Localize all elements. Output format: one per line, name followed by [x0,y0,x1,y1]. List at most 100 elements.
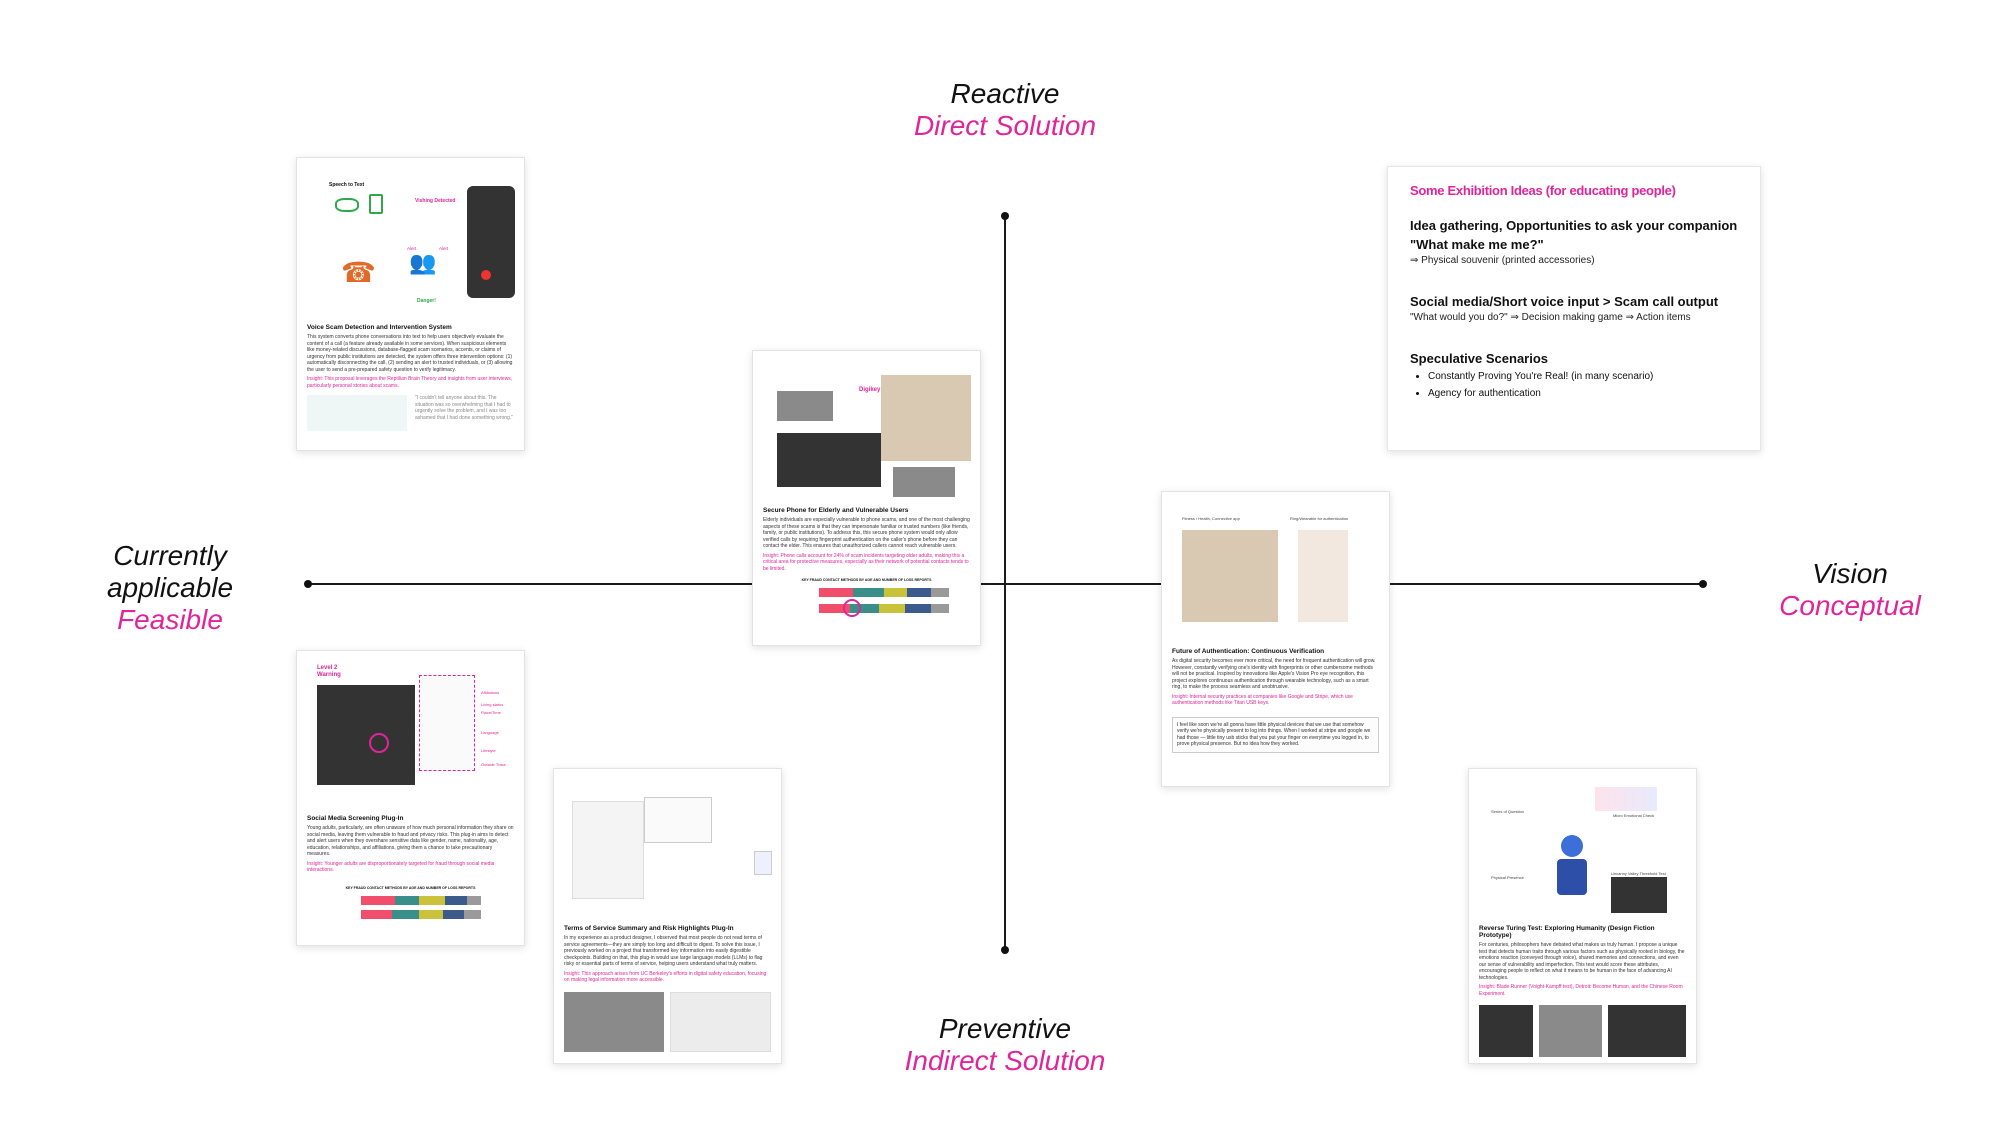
voice-scam-insight: Insight: This proposal leverages the Rep… [307,376,513,389]
hangup-icon [481,270,491,280]
voice-scam-title: Voice Scam Detection and Intervention Sy… [307,324,452,331]
turing-label-left: Series of Question [1491,809,1524,814]
tag-list: Affiliations Living status Place/Time La… [481,683,506,775]
turing-label-bottom-left: Physical Presence [1491,875,1524,880]
terms-screenshot-1 [564,991,665,1052]
social-media-body: Young adults, particularly, are often un… [307,825,514,857]
person-head [1561,835,1583,857]
axis-right-endpoint [1699,580,1707,588]
exhibition-ideas-card[interactable]: Some Exhibition Ideas (for educating peo… [1387,166,1761,451]
voice-scam-quote: "I couldn't tell anyone about this. The … [415,395,513,421]
card-voice-scam[interactable]: Speech to Text Vishing Detected ☎ 👥 Aler… [296,157,525,451]
extension-panel [754,851,772,875]
auth-label-1: Fitness / Health, Connective app [1182,516,1240,521]
social-media-title: Social Media Screening Plug-In [307,815,404,822]
tag-outside-trace: Outside Trace [481,762,506,767]
vertical-axis [1004,215,1006,950]
social-media-mockup: Level 2 Warning Affiliations Living stat… [307,661,514,809]
social-media-bar-chart [307,890,514,924]
ideas-s1-title1: Idea gathering, Opportunities to ask you… [1410,218,1738,233]
axis-left-line1: Currently [113,540,227,571]
ideas-s2-sub: "What would you do?" ⇒ Decision making g… [1410,312,1691,323]
voice-scam-diagram: Speech to Text Vishing Detected ☎ 👥 Aler… [307,168,515,318]
card-secure-phone[interactable]: Digikey Secure Phone for Elderly and Vul… [752,350,981,646]
warning-label: Level 2 Warning [317,665,341,678]
card-authentication[interactable]: Fitness / Health, Connective app Ring/We… [1161,491,1390,787]
auth-insight: Insight: Internal security practices at … [1172,693,1353,707]
ideas-s3-title: Speculative Scenarios [1410,351,1549,366]
tag-language: Language [481,730,499,735]
turing-insight: Insight: Blade Runner (Voight-Kampff tes… [1479,984,1683,997]
bar-row-1 [819,588,949,597]
axis-top-sub: Direct Solution [913,110,1097,141]
axis-top-label: Reactive Direct Solution [880,78,1130,142]
film-still-3 [1608,1005,1686,1057]
person-body [1557,859,1587,895]
alert-label-1: Alert [407,246,417,251]
secure-phone-bar-chart [763,582,970,622]
secure-phone-insight: Insight: Phone calls account for 24% of … [763,552,969,572]
emotion-wave [1595,787,1657,811]
speech-to-text-label: Speech to Text [329,182,365,188]
auth-title: Future of Authentication: Continuous Ver… [1172,648,1325,655]
turing-label-right: Micro Emotional Check [1613,813,1655,818]
vishing-label: Vishing Detected [415,198,456,204]
post-text-panel [419,675,475,771]
axis-left-sub: Feasible [117,604,223,635]
terms-screenshot-2 [670,991,771,1052]
danger-label: Danger! [417,298,436,304]
terms-mockup [564,779,772,919]
card-reverse-turing[interactable]: Series of Question Micro Emotional Check… [1468,768,1697,1064]
photo-phone-call [893,467,955,497]
axis-bottom-label: Preventive Indirect Solution [880,1013,1130,1077]
digikey-tag: Digikey [859,387,881,393]
terms-body: In my experience as a product designer, … [564,935,763,967]
sound-wave-icon [335,198,359,212]
terms-document [572,801,644,899]
ideas-s1-title2: "What make me me?" [1410,237,1544,252]
photo-fingerprint [777,433,881,487]
axis-top-main: Reactive [950,78,1060,109]
axis-left-label: Currently applicable Feasible [70,540,270,636]
turing-title: Reverse Turing Test: Exploring Humanity … [1479,925,1655,939]
ideas-s1-sub: ⇒ Physical souvenir (printed accessories… [1410,255,1595,266]
tag-living-status: Living status [481,702,504,707]
bar-row-4 [361,909,481,919]
axis-bottom-sub: Indirect Solution [904,1045,1106,1076]
tag-place-time: Place/Time [481,710,501,715]
ideas-heading: Some Exhibition Ideas (for educating peo… [1410,183,1676,198]
alert-label-2: Alert [439,246,449,251]
axis-bottom-endpoint [1001,946,1009,954]
film-still-1 [1479,1005,1533,1057]
film-still-2 [1538,1005,1603,1057]
auth-label-2: Ring/Wearable for authentication [1290,516,1349,521]
secure-phone-chart-title: KEY FRAUD CONTACT METHODS BY AGE AND NUM… [801,578,932,582]
profile-photo [317,685,415,785]
card-social-media[interactable]: Level 2 Warning Affiliations Living stat… [296,650,525,946]
summary-popup [644,797,712,843]
photo-card-reader [1182,530,1278,622]
turing-body: For centuries, philosophers have debated… [1479,942,1685,981]
phone-screen [467,186,515,298]
bar-row-3 [361,895,481,905]
auth-quote: I feel like soon we're all gonna have li… [1172,716,1379,753]
bar-row-2 [819,604,949,613]
people-icon: 👥 [409,250,437,275]
axis-left-endpoint [304,580,312,588]
ideas-s2-title: Social media/Short voice input > Scam ca… [1410,294,1719,309]
photo-ring-finger [1298,530,1348,622]
terms-insight: Insight: This approach arises from UC Be… [564,970,767,984]
auth-body: As digital security becomes ever more cr… [1172,658,1376,690]
secure-phone-collage: Digikey [763,361,971,501]
card-terms-of-service[interactable]: Terms of Service Summary and Risk Highli… [553,768,782,1064]
auth-images: Fitness / Health, Connective app Ring/We… [1172,502,1379,642]
ideas-s3-item: Constantly Proving You're Real! (in many… [1428,368,1738,385]
document-icon [369,194,383,214]
ideas-s3-list: Constantly Proving You're Real! (in many… [1428,368,1738,402]
ideas-s3-item: Agency for authentication [1428,385,1738,402]
turing-label-bottom-right: Uncanny Valley Threshold Test [1611,871,1666,876]
axis-right-sub: Conceptual [1779,590,1921,621]
secure-phone-body: Elderly individuals are especially vulne… [763,517,970,549]
axis-right-label: Vision Conceptual [1750,558,1950,622]
face-highlight [369,733,389,753]
